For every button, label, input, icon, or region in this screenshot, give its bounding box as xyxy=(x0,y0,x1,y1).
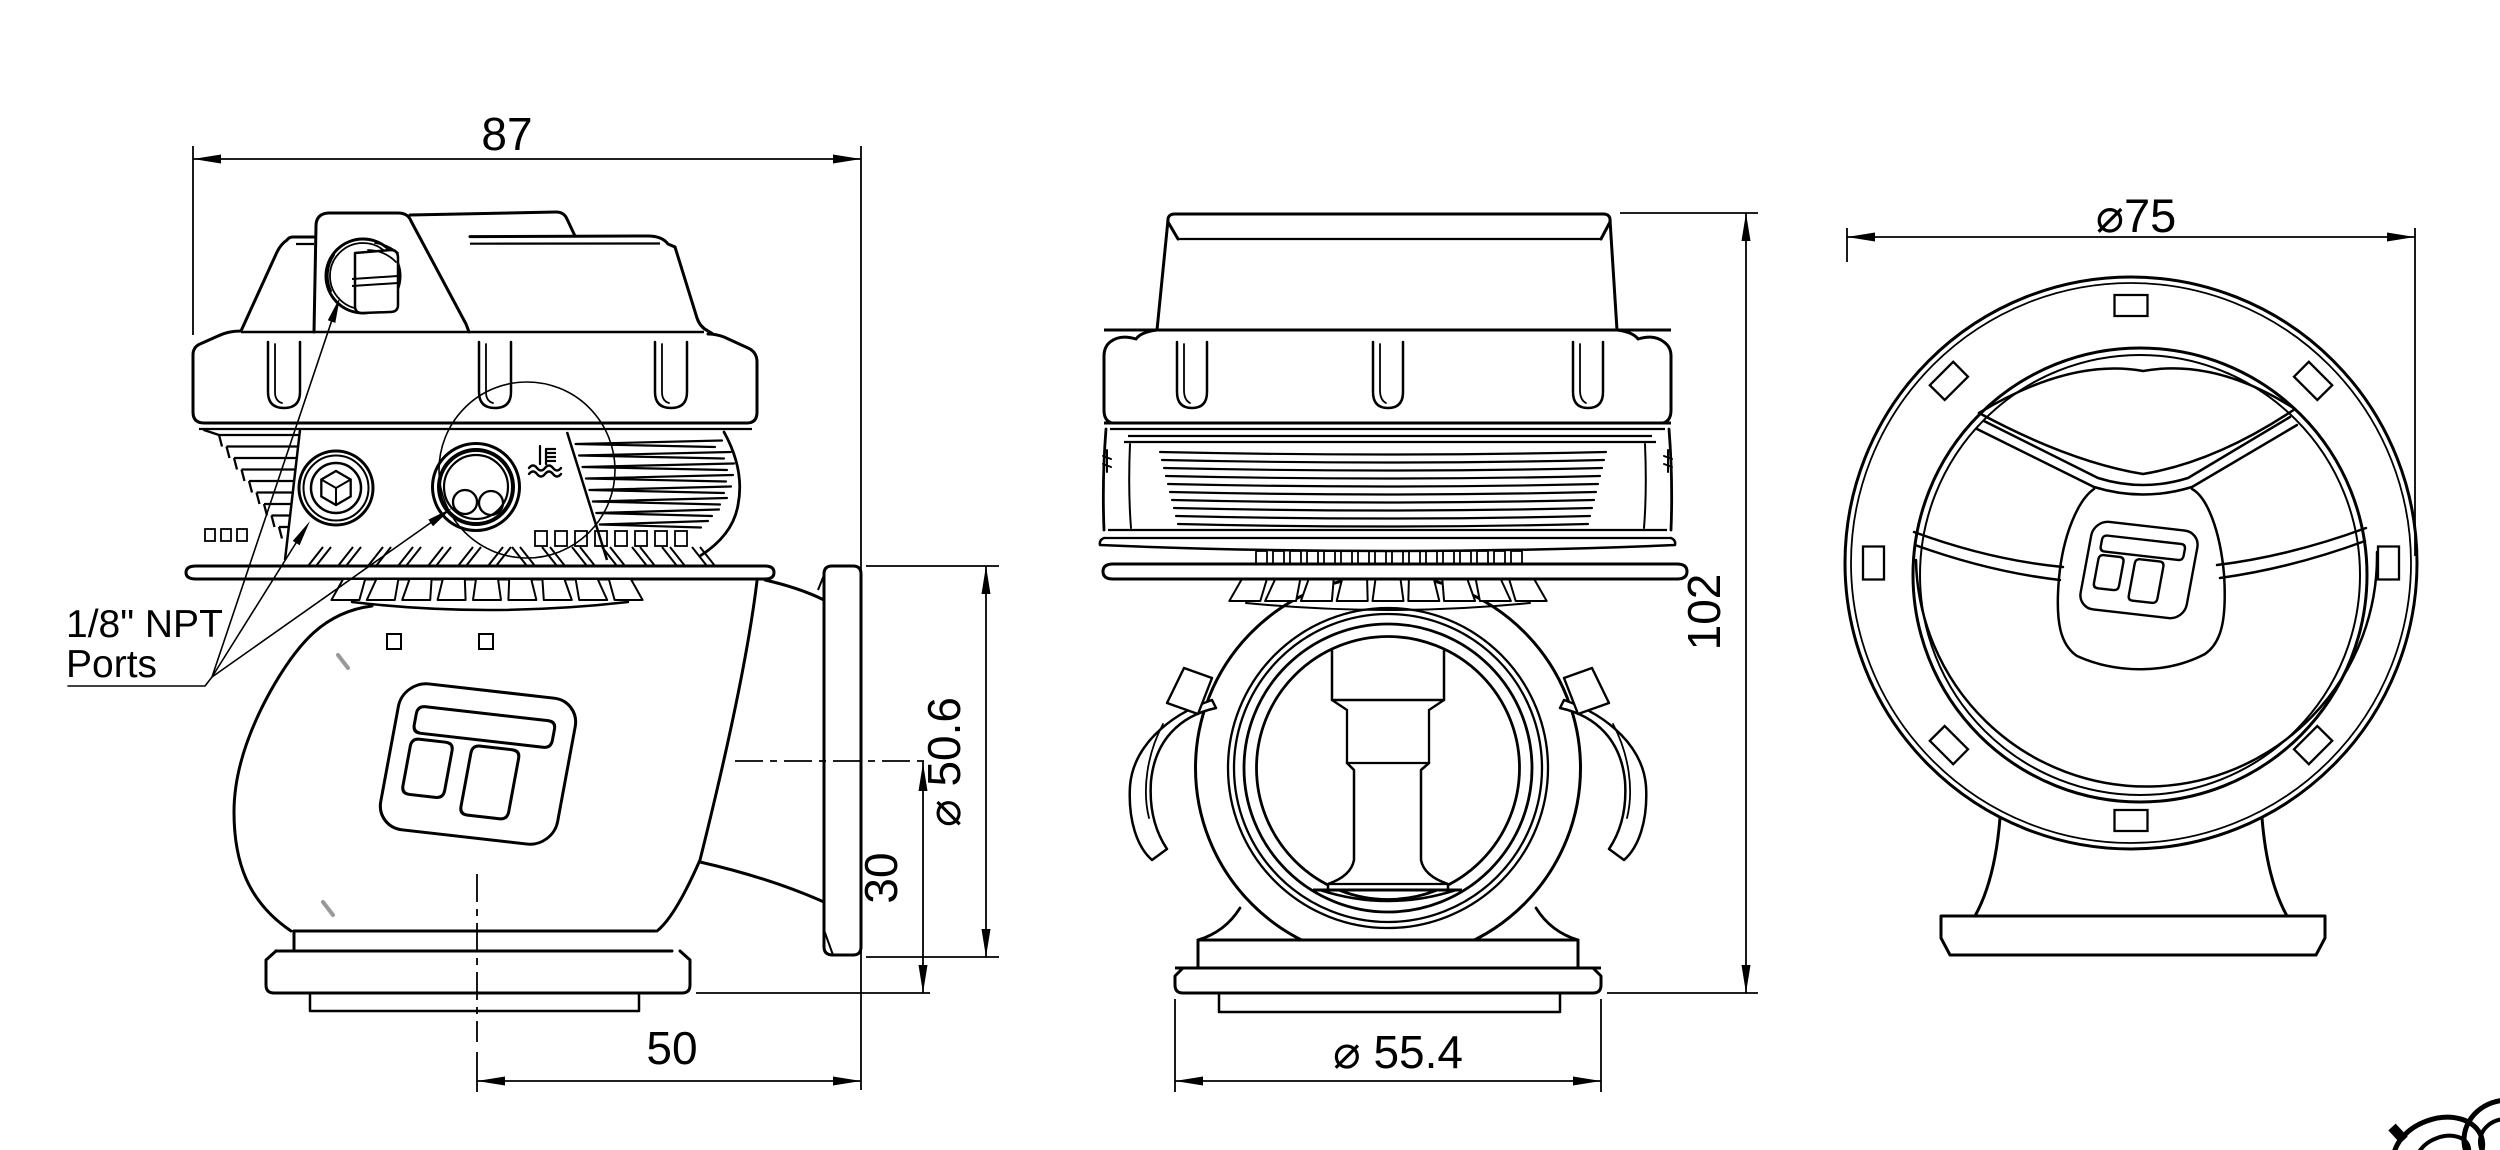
svg-text:1/8" NPT: 1/8" NPT xyxy=(66,603,223,646)
svg-text:30: 30 xyxy=(855,852,907,903)
svg-text:50: 50 xyxy=(646,1022,697,1074)
svg-text:Ports: Ports xyxy=(66,643,157,686)
svg-text:⌀ 50.6: ⌀ 50.6 xyxy=(918,697,970,827)
svg-text:102: 102 xyxy=(1678,574,1730,651)
svg-text:⌀75: ⌀75 xyxy=(2096,189,2177,242)
svg-text:87: 87 xyxy=(481,108,532,160)
svg-text:⌀ 55.4: ⌀ 55.4 xyxy=(1333,1026,1463,1078)
